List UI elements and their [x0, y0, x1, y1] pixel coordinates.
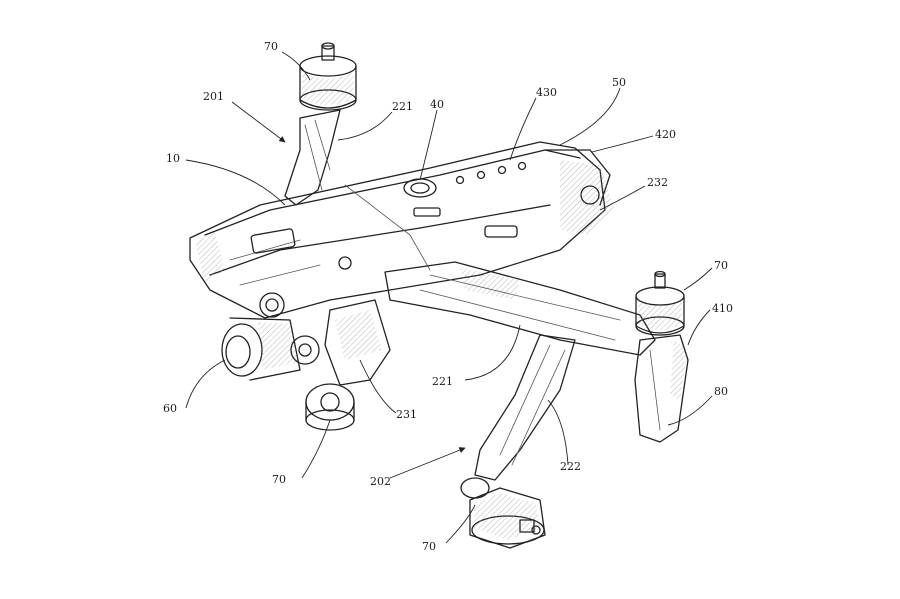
- label-222: 222: [560, 460, 581, 473]
- arm-front-left: [305, 299, 391, 431]
- label-232: 232: [647, 176, 668, 189]
- label-80: 80: [714, 385, 728, 398]
- leader-lines: [185, 51, 713, 544]
- label-70-right: 70: [714, 259, 728, 272]
- label-221-mid: 221: [432, 375, 453, 388]
- label-430: 430: [536, 86, 557, 99]
- camera-gimbal: [221, 292, 320, 381]
- arrow-202: [389, 447, 466, 479]
- label-60: 60: [163, 402, 177, 415]
- reference-labels: 70 201 221 40 430 50 420 10 232 70 410 6…: [163, 40, 733, 553]
- drone-body: [189, 141, 615, 319]
- label-202: 202: [370, 475, 391, 488]
- motor-top-left: [299, 42, 357, 111]
- arm-right: [384, 261, 656, 356]
- label-50: 50: [612, 76, 626, 89]
- label-70-bottom-left: 70: [272, 473, 286, 486]
- label-420: 420: [655, 128, 676, 141]
- label-10: 10: [166, 152, 180, 165]
- label-70-top: 70: [264, 40, 278, 53]
- arm-rear-left: [284, 109, 341, 206]
- label-70-bottom: 70: [422, 540, 436, 553]
- motor-right: [634, 270, 689, 443]
- label-201: 201: [203, 90, 224, 103]
- label-410: 410: [712, 302, 733, 315]
- label-40: 40: [430, 98, 444, 111]
- motor-bottom: [469, 487, 546, 549]
- label-221-top: 221: [392, 100, 413, 113]
- arrow-201: [231, 101, 286, 143]
- label-231: 231: [396, 408, 417, 421]
